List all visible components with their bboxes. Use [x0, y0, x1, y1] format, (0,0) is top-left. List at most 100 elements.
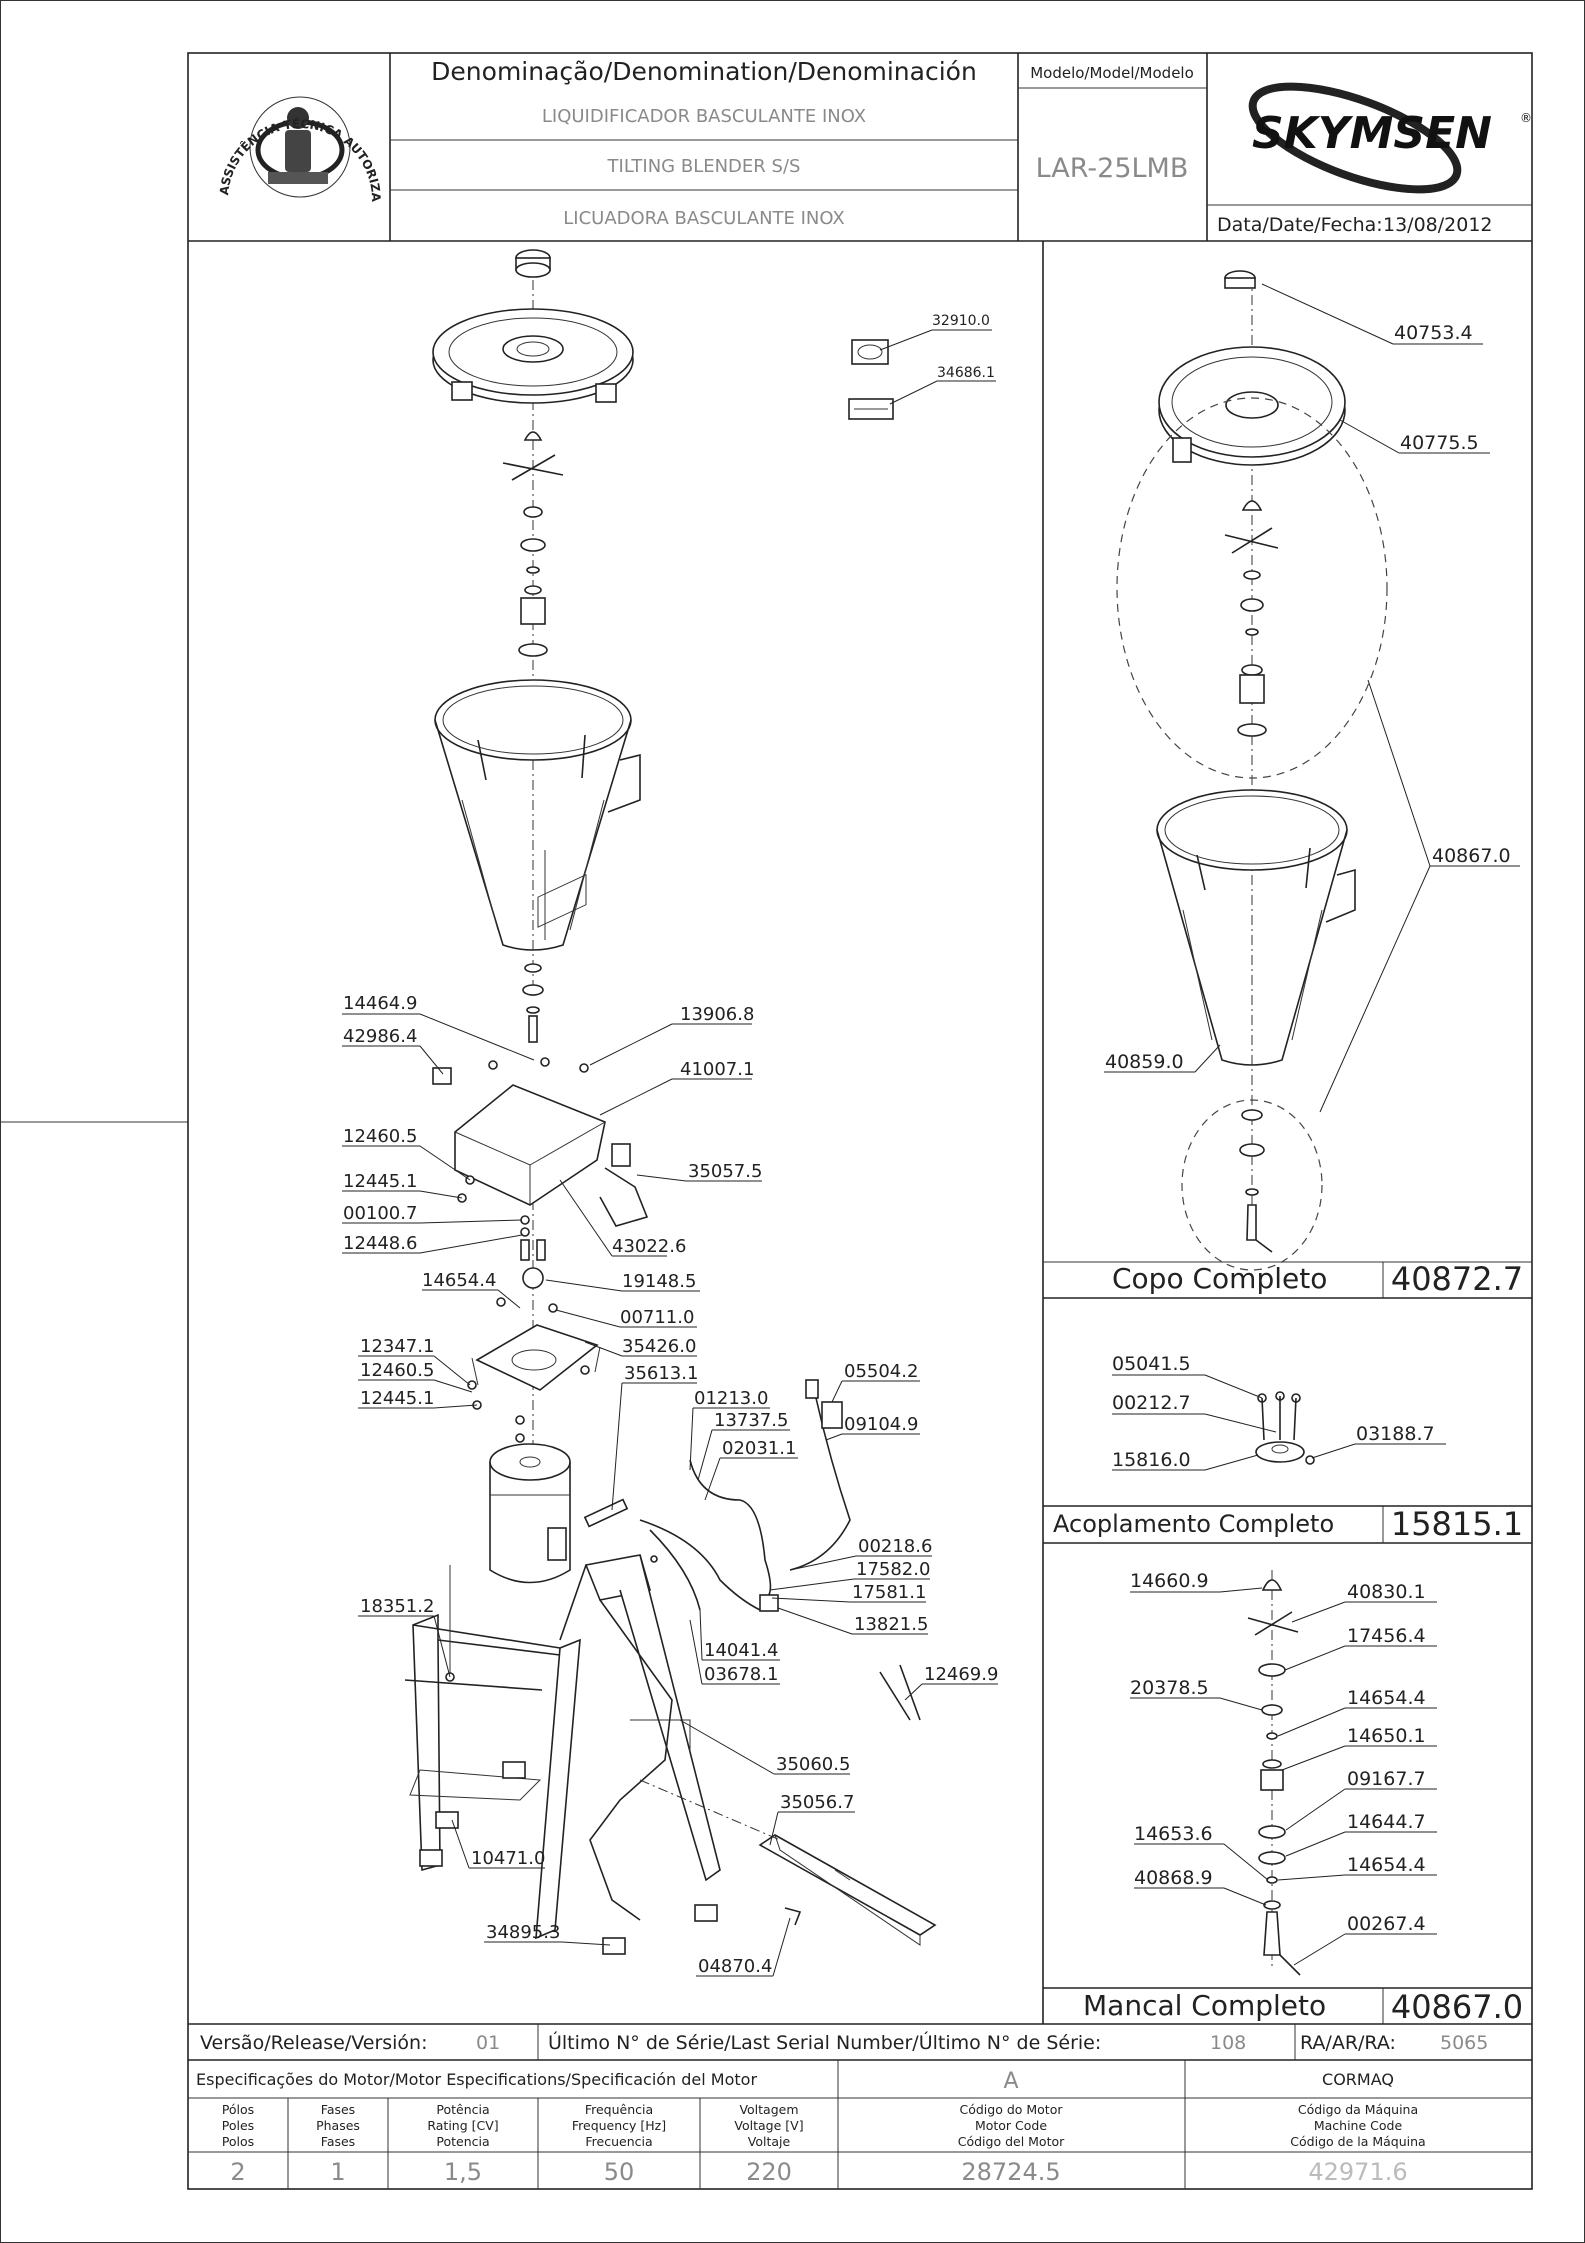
acoplamento-panel: 05041.5 00212.7 03188.7 15816.0 Acoplame…: [1053, 1353, 1523, 1543]
part-label: 05041.5: [1112, 1353, 1191, 1375]
part-label: 18351.2: [360, 1596, 434, 1617]
part-label: 12347.1: [360, 1336, 434, 1357]
part-label: 40868.9: [1134, 1867, 1213, 1889]
stand-frame: [404, 1554, 721, 1955]
mancal-panel: 14660.9 40830.1 17456.4 20378.5 14654.4 …: [1083, 1570, 1523, 2026]
blender-jar: [434, 679, 641, 951]
header-cell: Frequência: [585, 2102, 653, 2117]
motor-spec-title: Especificações do Motor/Motor Especifica…: [196, 2070, 757, 2089]
header-cell: Voltaje: [748, 2134, 791, 2149]
part-label: 43022.6: [612, 1236, 686, 1257]
part-label: 20378.5: [1130, 1677, 1209, 1699]
part-label: 17581.1: [852, 1582, 926, 1603]
part-label: 04870.4: [698, 1956, 772, 1977]
header-cell: Potência: [436, 2102, 489, 2117]
part-label: 17582.0: [856, 1559, 930, 1580]
part-label: 35426.0: [622, 1336, 696, 1357]
part-label: 41007.1: [680, 1059, 754, 1080]
part-label: 14644.7: [1347, 1811, 1426, 1833]
part-label: 40830.1: [1347, 1581, 1426, 1603]
part-label: 35056.7: [780, 1792, 854, 1813]
name-en: TILTING BLENDER S/S: [607, 156, 801, 177]
part-label: 05504.2: [844, 1361, 918, 1382]
value-machine-code: 42971.6: [1308, 2158, 1407, 2186]
header-cell: Fases: [321, 2102, 355, 2117]
part-label: 12460.5: [360, 1360, 434, 1381]
header-cell: Motor Code: [975, 2118, 1047, 2133]
part-label: 00711.0: [620, 1307, 694, 1328]
version-value: 01: [476, 2032, 500, 2054]
copo-title: Copo Completo: [1112, 1262, 1327, 1295]
ra-value: 5065: [1440, 2032, 1488, 2054]
part-label: 12445.1: [360, 1388, 434, 1409]
part-label: 12445.1: [343, 1171, 417, 1192]
base-housing: [432, 874, 649, 1227]
part-label: 00212.7: [1112, 1392, 1191, 1414]
date-label: Data/Date/Fecha:: [1217, 214, 1383, 236]
header-cell: Potencia: [436, 2134, 489, 2149]
part-label: 03678.1: [704, 1664, 778, 1685]
flag-decal: [851, 339, 889, 365]
value-motor-code: 28724.5: [961, 2158, 1060, 2186]
header-cell: Código del Motor: [958, 2134, 1065, 2149]
tilting-rail: [639, 1664, 937, 1946]
part-label: 14650.1: [1347, 1725, 1426, 1747]
serial-label: Último N° de Série/Last Serial Number/Úl…: [548, 2030, 1101, 2054]
value-voltage: 220: [746, 2158, 792, 2186]
model-value: LAR-25LMB: [1036, 153, 1189, 184]
part-label: 32910.0: [932, 313, 990, 329]
part-label: 09104.9: [844, 1414, 918, 1435]
header-cell: Código de la Máquina: [1290, 2134, 1425, 2149]
ra-label: RA/AR/RA:: [1300, 2032, 1396, 2054]
value-phases: 1: [330, 2158, 345, 2186]
part-label: 40753.4: [1394, 322, 1473, 344]
header-cell: Poles: [222, 2118, 254, 2133]
part-label: 35060.5: [776, 1754, 850, 1775]
part-label: 12469.9: [924, 1664, 998, 1685]
part-label: 35613.1: [624, 1363, 698, 1384]
main-exploded-view: 32910.0 34686.1 14464.9 42986.4 13906.8 …: [342, 249, 998, 1977]
part-label: 14660.9: [1130, 1570, 1209, 1592]
name-pt: LIQUIDIFICADOR BASCULANTE INOX: [542, 106, 866, 127]
model-label: Modelo/Model/Modelo: [1030, 64, 1194, 82]
part-label: 13821.5: [854, 1614, 928, 1635]
part-label: 14654.4: [1347, 1854, 1426, 1876]
brand-name: SKYMSEN: [1252, 108, 1492, 159]
header-cell: Código do Motor: [959, 2102, 1063, 2117]
motor-bracket: [467, 1297, 601, 1443]
part-label: 34895.3: [486, 1922, 560, 1943]
motor-spec-headers: Pólos Poles Polos Fases Phases Fases Pot…: [222, 2102, 1426, 2149]
value-frequency: 50: [604, 2158, 635, 2186]
header-cell: Polos: [222, 2134, 254, 2149]
part-label: 13906.8: [680, 1004, 754, 1025]
main-labels: 32910.0 34686.1 14464.9 42986.4 13906.8 …: [342, 313, 998, 1977]
coupling-parts: [488, 963, 589, 1073]
header-cell: Voltagem: [739, 2102, 798, 2117]
part-label: 13737.5: [714, 1410, 788, 1431]
part-label: 19148.5: [622, 1271, 696, 1292]
revision-letter: A: [1003, 2069, 1018, 2094]
header-cell: Frecuencia: [585, 2134, 652, 2149]
blade-assembly: [502, 431, 564, 657]
motor-spec-values: 2 1 1,5 50 220 28724.5 42971.6: [230, 2158, 1407, 2186]
part-label: 01213.0: [694, 1388, 768, 1409]
header-cell: Pólos: [222, 2102, 254, 2117]
authorized-service-badge: ASSISTÊNCIA TÉCNICA AUTORIZADA: [0, 0, 383, 203]
value-poles: 2: [230, 2158, 245, 2186]
part-label: 42986.4: [343, 1026, 417, 1047]
part-label: 14654.4: [1347, 1687, 1426, 1709]
serial-value: 108: [1210, 2032, 1246, 2054]
part-label: 34686.1: [937, 365, 995, 381]
part-label: 40775.5: [1400, 432, 1479, 454]
part-label: 35057.5: [688, 1161, 762, 1182]
part-label: 02031.1: [722, 1438, 796, 1459]
part-label: 12460.5: [343, 1126, 417, 1147]
header-cell: Código da Máquina: [1298, 2102, 1418, 2117]
header-cell: Phases: [316, 2118, 360, 2133]
part-label: 40859.0: [1105, 1051, 1184, 1073]
part-label: 10471.0: [471, 1848, 545, 1869]
header: ASSISTÊNCIA TÉCNICA AUTORIZADA Denominaç…: [0, 0, 1532, 236]
acoplamento-code: 15815.1: [1391, 1505, 1523, 1543]
